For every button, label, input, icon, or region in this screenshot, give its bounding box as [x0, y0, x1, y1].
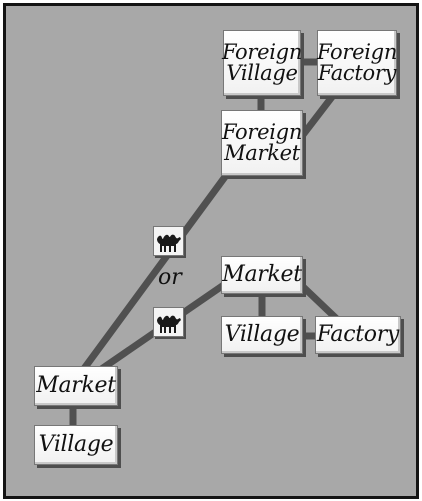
camel-icon-lower [153, 307, 184, 337]
foreign-factory-box: Foreign Factory [317, 30, 397, 96]
foreign-factory-line1: Foreign [316, 39, 398, 64]
village-left-box: Village [34, 425, 118, 465]
foreign-village-line1: Foreign [221, 39, 303, 64]
line-market-to-foreign-market [79, 166, 234, 374]
foreign-market-line2: Market [224, 141, 300, 165]
market-left-label: Market [36, 372, 116, 398]
camel-icon-upper [153, 226, 184, 256]
foreign-market-line1: Foreign [221, 119, 303, 144]
market-left-box: Market [34, 366, 118, 406]
camel-icon [157, 315, 181, 333]
foreign-factory-line2: Factory [317, 61, 397, 85]
foreign-village-line2: Village [226, 61, 298, 85]
factory-right-label: Factory [316, 321, 400, 347]
line-market-right-factory [294, 278, 344, 326]
village-right-box: Village [221, 316, 303, 354]
line-foreign-factory-foreign-market [295, 89, 339, 144]
market-right-box: Market [221, 256, 303, 294]
village-left-label: Village [38, 431, 114, 457]
factory-right-box: Factory [315, 316, 401, 354]
village-right-label: Village [224, 321, 300, 347]
or-text: or [158, 265, 182, 290]
foreign-village-box: Foreign Village [221, 30, 303, 96]
market-right-label: Market [222, 261, 302, 287]
camel-icon [157, 234, 181, 252]
foreign-market-box: Foreign Market [221, 110, 303, 176]
